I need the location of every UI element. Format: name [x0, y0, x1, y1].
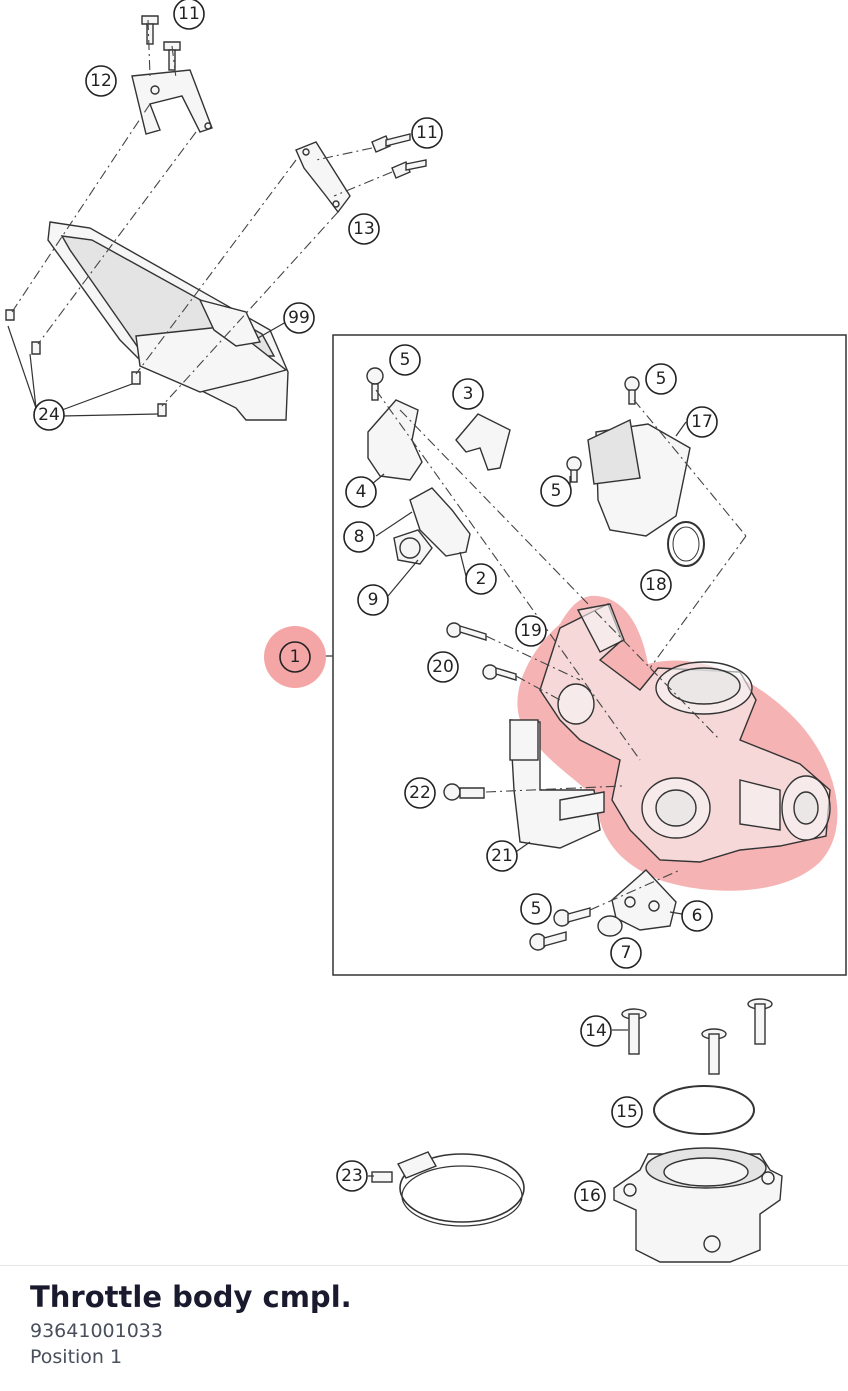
callout-8[interactable]: 8 [343, 521, 375, 553]
callout-label: 20 [432, 657, 454, 677]
callout-circle [33, 399, 65, 431]
callout-circle [389, 344, 421, 376]
callout-circle [515, 615, 547, 647]
callout-label: 5 [551, 481, 562, 501]
callout-label: 7 [621, 943, 632, 963]
callout-7[interactable]: 7 [610, 937, 642, 969]
callout-circle [279, 641, 311, 673]
callout-label: 14 [585, 1021, 607, 1041]
callout-99[interactable]: 99 [283, 302, 315, 334]
callout-label: 17 [691, 412, 713, 432]
callout-circle [411, 117, 443, 149]
callout-circle [427, 651, 459, 683]
callout-label: 19 [520, 621, 542, 641]
callout-circle [343, 521, 375, 553]
callout-label: 21 [491, 846, 513, 866]
callout-circle [540, 475, 572, 507]
exploded-parts-diagram: 11 12 11 13 99 24 5 3 5 17 4 5 8 2 9 18 19 1 20 22 21 5 6 7 14 15… [5, 0, 847, 1263]
callout-circle [681, 900, 713, 932]
callout-11[interactable]: 11 [411, 117, 443, 149]
callout-circle [611, 1096, 643, 1128]
callout-5[interactable]: 5 [520, 893, 552, 925]
part-position: Position 1 [30, 1346, 123, 1368]
callout-circle [645, 363, 677, 395]
callout-22[interactable]: 22 [404, 777, 436, 809]
callout-circle [580, 1015, 612, 1047]
callout-circle [574, 1180, 606, 1212]
callout-label: 99 [288, 308, 310, 328]
callout-17[interactable]: 17 [686, 406, 718, 438]
callout-circle [336, 1160, 368, 1192]
callout-20[interactable]: 20 [427, 651, 459, 683]
callout-11[interactable]: 11 [173, 0, 205, 30]
callout-label: 5 [531, 899, 542, 919]
callout-label: 15 [616, 1102, 638, 1122]
callout-layer: 11 12 11 13 99 24 5 3 5 17 4 5 8 2 9 18 19 1 20 22 21 5 6 7 14 15… [33, 0, 718, 1212]
callout-label: 23 [341, 1166, 363, 1186]
callout-5[interactable]: 5 [540, 475, 572, 507]
ecu-assembly [5, 15, 427, 421]
callout-5[interactable]: 5 [645, 363, 677, 395]
callout-3[interactable]: 3 [452, 378, 484, 410]
callout-circle [348, 213, 380, 245]
callout-label: 8 [354, 527, 365, 547]
callout-9[interactable]: 9 [357, 584, 389, 616]
callout-circle [283, 302, 315, 334]
callout-label: 12 [90, 71, 112, 91]
callout-circle [520, 893, 552, 925]
callout-label: 18 [645, 575, 667, 595]
callout-circle [640, 569, 672, 601]
callout-14[interactable]: 14 [580, 1015, 612, 1047]
throttle-body-parts [366, 367, 831, 951]
callout-16[interactable]: 16 [574, 1180, 606, 1212]
callout-label: 11 [178, 4, 200, 24]
callout-19[interactable]: 19 [515, 615, 547, 647]
callout-label: 3 [463, 384, 474, 404]
lower-parts [368, 998, 783, 1263]
callout-circle [452, 378, 484, 410]
callout-12[interactable]: 12 [85, 65, 117, 97]
callout-label: 6 [692, 906, 703, 926]
callout-circle [404, 777, 436, 809]
callout-label: 22 [409, 783, 431, 803]
callout-1[interactable]: 1 [264, 626, 326, 688]
callout-circle [173, 0, 205, 30]
callout-label: 1 [290, 647, 301, 667]
part-info-panel: Throttle body cmpl. 93641001033 Position… [0, 1265, 848, 1391]
callout-circle [486, 840, 518, 872]
callout-13[interactable]: 13 [348, 213, 380, 245]
callout-label: 5 [656, 369, 667, 389]
callout-label: 5 [400, 350, 411, 370]
callout-circle [357, 584, 389, 616]
callout-4[interactable]: 4 [345, 476, 377, 508]
callout-label: 13 [353, 219, 375, 239]
part-number: 93641001033 [30, 1320, 163, 1342]
callout-circle [610, 937, 642, 969]
callout-circle [85, 65, 117, 97]
callout-2[interactable]: 2 [465, 563, 497, 595]
callout-15[interactable]: 15 [611, 1096, 643, 1128]
callout-6[interactable]: 6 [681, 900, 713, 932]
callout-label: 2 [476, 569, 487, 589]
callout-label: 24 [38, 405, 60, 425]
callout-label: 9 [368, 590, 379, 610]
callout-circle [465, 563, 497, 595]
callout-circle [345, 476, 377, 508]
callout-23[interactable]: 23 [336, 1160, 368, 1192]
part-title: Throttle body cmpl. [30, 1280, 352, 1314]
callout-24[interactable]: 24 [33, 399, 65, 431]
callout-label: 16 [579, 1186, 601, 1206]
callout-label: 11 [416, 123, 438, 143]
callout-5[interactable]: 5 [389, 344, 421, 376]
callout-label: 4 [356, 482, 367, 502]
callout-21[interactable]: 21 [486, 840, 518, 872]
callout-circle [686, 406, 718, 438]
callout-18[interactable]: 18 [640, 569, 672, 601]
